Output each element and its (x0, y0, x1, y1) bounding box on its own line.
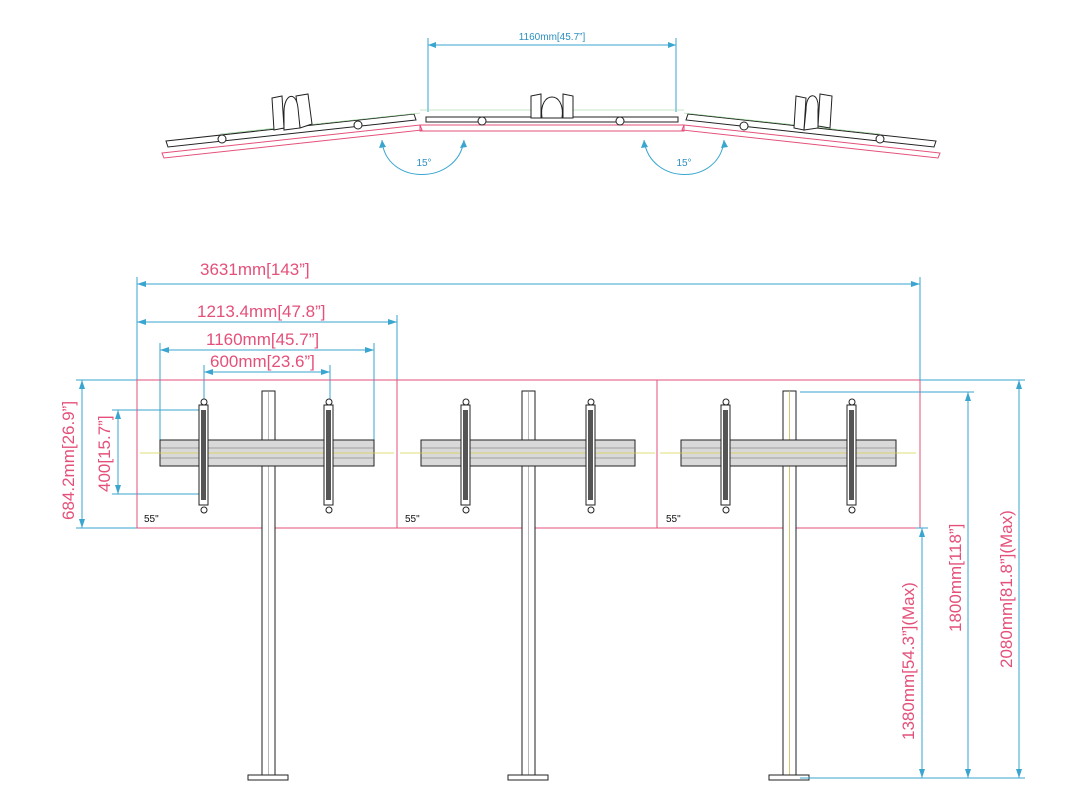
panel-width-label: 1213.4mm[47.8”] (197, 302, 326, 321)
vesa-height-dimension: 400[15.7”] (95, 409, 200, 495)
cross-bar-2 (400, 439, 655, 467)
vesa-width-dimension: 600mm[23.6”] (203, 352, 331, 410)
angle-arc-right: 15° (641, 139, 728, 175)
panel-width-dimension: 1213.4mm[47.8”] (137, 302, 398, 382)
cross-bar-3 (660, 439, 916, 467)
top-left-bar (161, 93, 423, 159)
bracket-2a (460, 398, 471, 514)
panel-height-dimension: 684.2mm[26.9”] (59, 379, 137, 529)
bracket-1b (323, 398, 334, 514)
bracket-2b (585, 398, 596, 514)
cross-bar-1 (140, 439, 394, 467)
center-height-dimension: 1800mm[118”] (800, 391, 974, 778)
top-right-bar (681, 93, 941, 159)
min-height-dimension: 1380mm[54.3”](Max) (899, 527, 928, 778)
angle-arc-left: 15° (379, 139, 467, 175)
vesa-brackets (198, 398, 857, 514)
bracket-1a (198, 398, 209, 514)
max-height-label: 2080mm[81.8”](Max) (997, 510, 1016, 668)
overall-width-dimension: 3631mm[143”] (136, 260, 921, 382)
poles (247, 390, 810, 781)
panel-height-label: 684.2mm[26.9”] (59, 401, 78, 520)
max-height-dimension: 2080mm[81.8”](Max) (800, 379, 1025, 779)
bar-length-label: 1160mm[45.7”] (206, 330, 319, 349)
overall-width-label: 3631mm[143”] (200, 260, 310, 279)
screen-label-1: 55" (144, 514, 159, 525)
pole-2 (507, 390, 549, 781)
top-view: 1160mm[45.7”] (161, 32, 941, 175)
bracket-3b (846, 398, 857, 514)
screen-label-2: 55" (405, 514, 420, 525)
top-span-dimension: 1160mm[45.7”] (427, 32, 677, 112)
front-view: 3631mm[143”] 1213.4mm[47.8”] 1160mm[45.7… (59, 260, 1025, 781)
bracket-3a (720, 398, 731, 514)
angle-left-label: 15° (416, 158, 431, 169)
top-center-bar (419, 93, 685, 132)
min-height-label: 1380mm[54.3”](Max) (899, 582, 918, 740)
pole-3 (768, 390, 810, 781)
center-height-label: 1800mm[118”] (946, 524, 965, 632)
bar-length-dimension: 1160mm[45.7”] (159, 330, 375, 440)
angle-right-label: 15° (676, 158, 691, 169)
vesa-height-label: 400[15.7”] (95, 415, 114, 492)
cross-bars (140, 439, 916, 467)
vesa-width-label: 600mm[23.6”] (210, 352, 315, 371)
top-span-label: 1160mm[45.7”] (519, 32, 586, 43)
screen-label-3: 55" (666, 514, 681, 525)
